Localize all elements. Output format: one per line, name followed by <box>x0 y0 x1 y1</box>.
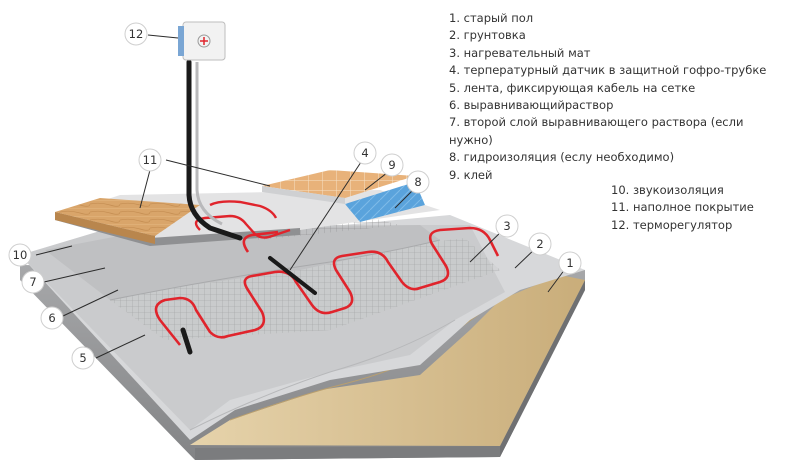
callout-leaders <box>35 34 569 359</box>
callout-5: 5 <box>71 346 95 370</box>
heating-cable <box>154 226 500 346</box>
svg-text:3: 3 <box>503 219 510 233</box>
legend-item: 2. грунтовка <box>449 28 526 43</box>
legend-item: 10. звукоизоляция <box>611 183 724 197</box>
callout-4: 4 <box>353 141 377 165</box>
callout-11: 11 <box>138 148 162 172</box>
legend-item: 7. второй слой выравнивающего раствора (… <box>449 115 744 130</box>
svg-text:1: 1 <box>566 256 573 270</box>
callout-8: 8 <box>406 170 430 194</box>
legend-secondary: 10. звукоизоляция 11. наполное покрытие … <box>611 182 796 234</box>
svg-text:4: 4 <box>361 146 368 160</box>
legend-item: 6. выравнивающийраствор <box>449 98 614 113</box>
callout-3: 3 <box>495 214 519 238</box>
legend-item: 1. старый пол <box>449 11 534 25</box>
legend-item: 3. нагревательный мат <box>449 45 591 60</box>
thermostat-icon <box>178 21 226 61</box>
legend-item: 9. клей <box>449 167 493 182</box>
callout-markers: 12 11 4 9 8 10 7 6 5 3 2 1 <box>8 22 582 370</box>
legend-item: 11. наполное покрытие <box>611 200 754 215</box>
svg-text:5: 5 <box>79 351 86 365</box>
floor-covering-wood <box>55 198 200 244</box>
heating-mat-mesh <box>110 238 500 340</box>
callout-9: 9 <box>380 153 404 177</box>
legend-primary: 1. старый пол 2. грунтовка 3. нагревател… <box>449 10 794 184</box>
waterproofing-layer <box>345 182 425 222</box>
svg-text:12: 12 <box>129 27 144 41</box>
svg-text:6: 6 <box>48 311 55 325</box>
callout-6: 6 <box>40 306 64 330</box>
callout-12: 12 <box>124 22 148 46</box>
callout-10: 10 <box>8 243 32 267</box>
upper-heating-cable <box>194 200 291 239</box>
callout-7: 7 <box>21 270 45 294</box>
svg-text:8: 8 <box>414 175 421 189</box>
legend-item: 12. терморегулятор <box>611 217 733 232</box>
legend-item-continued: нужно) <box>449 132 493 147</box>
cold-lead-cable <box>180 59 317 355</box>
svg-text:11: 11 <box>143 153 158 167</box>
callout-1: 1 <box>558 251 582 275</box>
sensor-conduit <box>195 62 223 226</box>
svg-text:9: 9 <box>388 158 395 172</box>
svg-text:10: 10 <box>13 248 28 262</box>
legend-item: 5. лента, фиксирующая кабель на сетке <box>449 80 696 95</box>
callout-2: 2 <box>528 232 552 256</box>
legend-item: 4. терпературный датчик в защитной гофро… <box>449 63 767 78</box>
legend-item: 8. гидроизоляция (еслу необходимо) <box>449 150 675 165</box>
svg-text:2: 2 <box>536 237 543 251</box>
svg-text:7: 7 <box>29 275 36 289</box>
tile-covering <box>262 170 415 204</box>
